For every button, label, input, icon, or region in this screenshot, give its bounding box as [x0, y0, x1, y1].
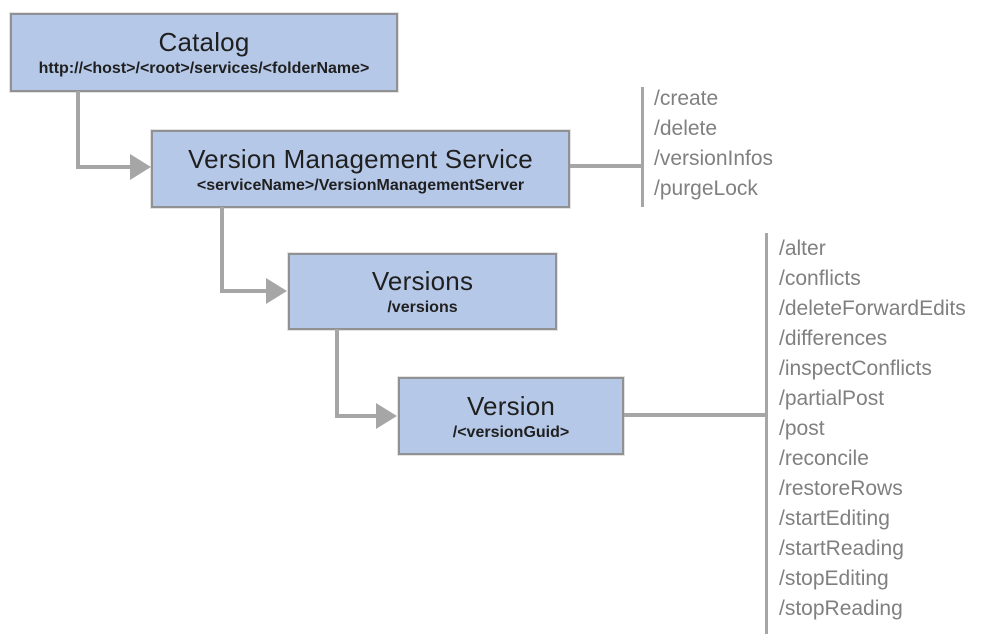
connector-vms-versions-horizontal: [220, 289, 268, 293]
vms-operations-list: /create /delete /versionInfos /purgeLock: [654, 84, 773, 204]
node-version-title: Version: [466, 390, 556, 421]
operation-partialPost: /partialPost: [779, 387, 885, 410]
operation-inspectConflicts: /inspectConflicts: [779, 357, 932, 380]
operation-startEditing: /startEditing: [779, 507, 890, 530]
node-version-subtitle: /<versionGuid>: [452, 423, 570, 441]
operation-differences: /differences: [779, 327, 888, 350]
operation-alter: /alter: [779, 237, 826, 260]
node-catalog-subtitle: http://<host>/<root>/services/<folderNam…: [38, 60, 370, 77]
connector-version-operations: [624, 413, 766, 417]
connector-versions-version-horizontal: [335, 414, 378, 418]
node-version-management-service: Version Management Service <serviceName>…: [151, 130, 570, 208]
node-catalog-title: Catalog: [158, 27, 250, 57]
node-version-management-service-subtitle: <serviceName>/VersionManagementServer: [196, 176, 525, 194]
operation-create: /create: [654, 87, 719, 110]
operation-purgeLock: /purgeLock: [654, 177, 758, 200]
operation-reconcile: /reconcile: [779, 447, 869, 470]
node-versions-title: Versions: [371, 266, 474, 296]
operation-stopReading: /stopReading: [779, 597, 903, 620]
arrowhead-catalog-vms-icon: [130, 154, 151, 180]
connector-catalog-vms-vertical: [76, 91, 80, 169]
connector-catalog-vms-horizontal: [76, 165, 132, 169]
node-version: Version /<versionGuid>: [398, 377, 624, 455]
version-operations-list: /alter /conflicts /deleteForwardEdits /d…: [779, 234, 966, 624]
operation-restoreRows: /restoreRows: [779, 477, 903, 500]
connector-vms-versions-vertical: [220, 207, 224, 292]
node-catalog: Catalog http://<host>/<root>/services/<f…: [10, 13, 398, 92]
operation-deleteForwardEdits: /deleteForwardEdits: [779, 297, 966, 320]
node-version-management-service-title: Version Management Service: [188, 143, 533, 174]
connector-vms-operations: [570, 164, 641, 168]
arrowhead-versions-version-icon: [376, 403, 397, 429]
version-operations-bar: [765, 233, 768, 634]
node-versions: Versions /versions: [288, 253, 557, 330]
arrowhead-vms-versions-icon: [266, 278, 287, 304]
operation-startReading: /startReading: [779, 537, 904, 560]
node-versions-subtitle: /versions: [387, 299, 458, 316]
operation-versionInfos: /versionInfos: [654, 147, 774, 170]
operation-delete: /delete: [654, 117, 718, 140]
vms-operations-bar: [641, 87, 644, 207]
operation-stopEditing: /stopEditing: [779, 567, 889, 590]
connector-versions-version-vertical: [335, 329, 339, 417]
operation-conflicts: /conflicts: [779, 267, 861, 290]
operation-post: /post: [779, 417, 825, 440]
